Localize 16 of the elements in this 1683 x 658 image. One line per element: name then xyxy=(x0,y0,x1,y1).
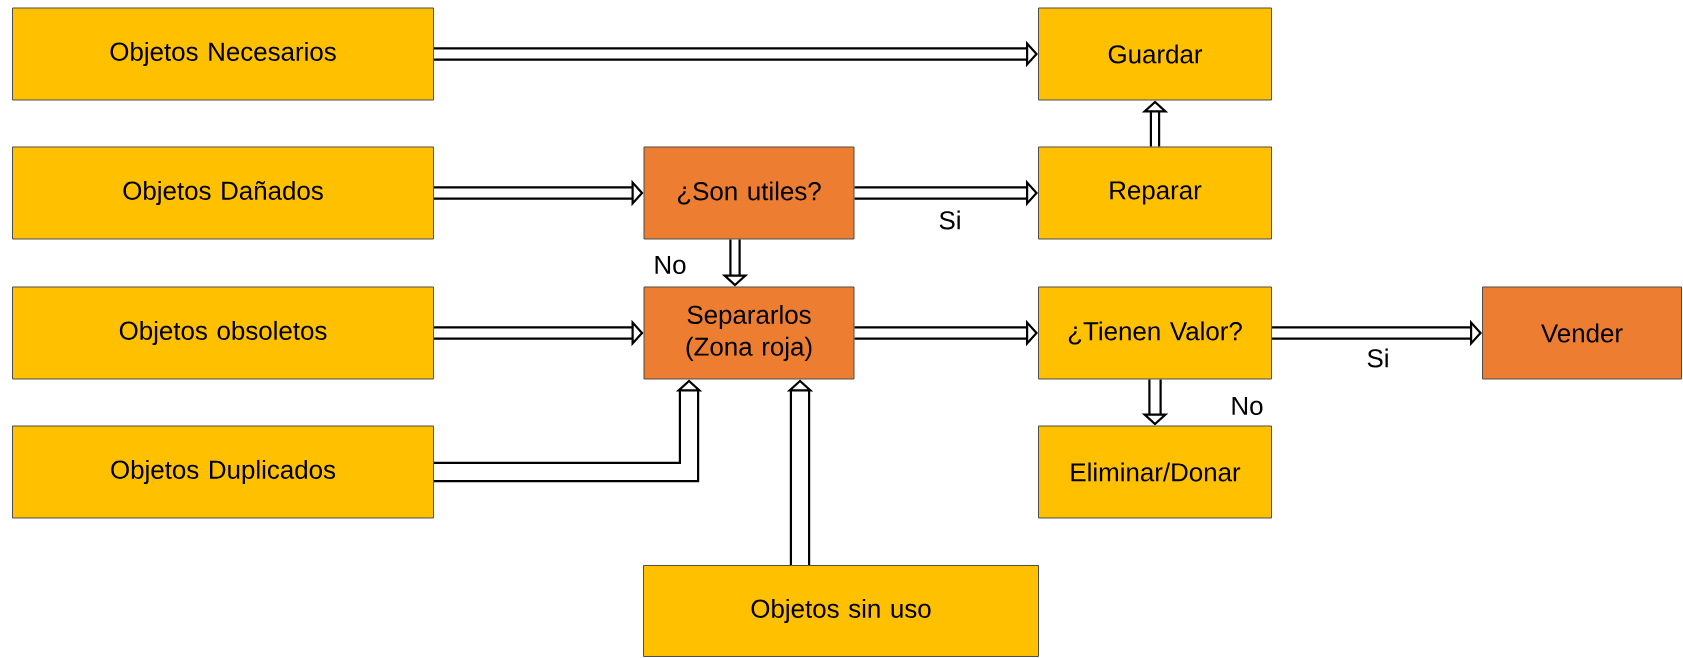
process-box: Objetos sin uso xyxy=(643,565,1039,657)
edge-label: Si xyxy=(1365,347,1391,369)
process-box: Vender xyxy=(1482,286,1682,380)
edge-label: Si xyxy=(937,209,963,231)
edge-label: No xyxy=(652,254,688,275)
process-box: Guardar xyxy=(1038,7,1272,101)
process-box: Reparar xyxy=(1038,146,1272,240)
process-box: Objetos Necesarios xyxy=(12,7,434,101)
process-box: Objetos Duplicados xyxy=(12,425,434,519)
decision-box: ¿Tienen Valor? xyxy=(1038,286,1272,380)
process-box: Eliminar/Donar xyxy=(1038,425,1272,519)
decision-box: ¿Son utiles? xyxy=(643,146,855,240)
process-box: Separarlos (Zona roja) xyxy=(643,286,855,380)
process-box: Objetos Dañados xyxy=(12,146,434,240)
process-box: Objetos obsoletos xyxy=(12,286,434,380)
edge-label: No xyxy=(1229,395,1265,416)
